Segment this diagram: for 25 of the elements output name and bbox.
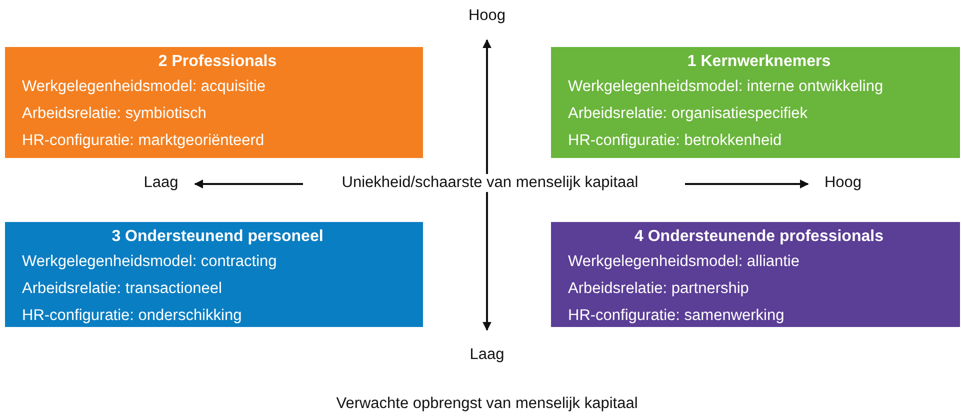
attribute-text: Werkgelegenheidsmodel: interne ontwikkeling [568,77,884,97]
quadrant-box [5,222,423,327]
attribute-text: Werkgelegenheidsmodel: contracting [22,252,277,272]
attribute-text: HR-configuratie: samenwerking [568,306,784,326]
attribute-text: HR-configuratie: onderschikking [22,306,242,326]
attribute-text: Werkgelegenheidsmodel: acquisitie [22,77,266,97]
axis-label: Laag [470,346,504,364]
axis-label: Laag [144,174,178,192]
attribute-text: Werkgelegenheidsmodel: alliantie [568,252,800,272]
quadrant-title: 1 Kernwerknemers [686,52,832,72]
attribute-text: Arbeidsrelatie: symbiotisch [22,104,206,124]
quadrant-box [5,47,423,158]
quadrant-box [551,47,960,158]
attribute-text: Arbeidsrelatie: transactioneel [22,279,222,299]
attribute-text: Arbeidsrelatie: partnership [568,279,749,299]
quadrant-title: 4 Ondersteunende professionals [634,227,884,247]
quadrant-title: 3 Ondersteunend personeel [110,227,324,247]
axis-title: Verwachte opbrengst van menselijk kapitaal [336,395,638,413]
axis-label: Hoog [468,7,506,25]
quadrant-title: 2 Professionals [157,52,278,72]
attribute-text: HR-configuratie: betrokkenheid [568,131,782,151]
attribute-text: HR-configuratie: marktgeoriënteerd [22,131,264,151]
axis-label: Hoog [824,174,862,192]
quadrant-box [551,222,960,327]
attribute-text: Arbeidsrelatie: organisatiespecifiek [568,104,808,124]
